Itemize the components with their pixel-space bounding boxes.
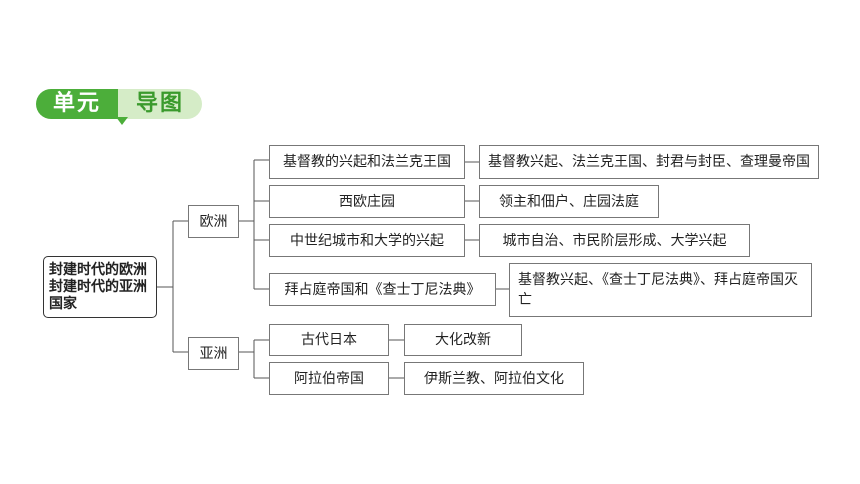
detail-arab-empire: 伊斯兰教、阿拉伯文化 xyxy=(404,362,584,395)
root-line-3: 国家 xyxy=(49,296,77,312)
topic-medieval-cities: 中世纪城市和大学的兴起 xyxy=(269,224,465,257)
topic-arab-empire: 阿拉伯帝国 xyxy=(269,362,389,395)
topic-christianity-frankish: 基督教的兴起和法兰克王国 xyxy=(269,145,465,179)
region-asia: 亚洲 xyxy=(188,337,239,370)
detail-christianity-frankish: 基督教兴起、法兰克王国、封君与封臣、查理曼帝国 xyxy=(479,145,819,179)
detail-western-manor: 领主和佃户、庄园法庭 xyxy=(479,185,659,218)
detail-ancient-japan: 大化改新 xyxy=(404,324,522,356)
root-node: 封建时代的欧洲 封建时代的亚洲 国家 xyxy=(43,256,157,318)
topic-ancient-japan: 古代日本 xyxy=(269,324,389,356)
region-europe: 欧洲 xyxy=(188,205,239,238)
unit-map-banner: 单元 导图 xyxy=(36,89,202,125)
root-line-2: 封建时代的亚洲 xyxy=(49,279,147,295)
topic-western-manor: 西欧庄园 xyxy=(269,185,465,218)
topic-byzantine-empire: 拜占庭帝国和《查士丁尼法典》 xyxy=(269,273,496,306)
root-line-1: 封建时代的欧洲 xyxy=(49,262,147,278)
banner-tail-decoration xyxy=(116,117,128,125)
banner-title-part1: 单元 xyxy=(36,89,118,119)
detail-byzantine-empire: 基督教兴起、《查士丁尼法典》、拜占庭帝国灭亡 xyxy=(509,263,812,317)
detail-medieval-cities: 城市自治、市民阶层形成、大学兴起 xyxy=(479,224,750,257)
banner-title-part2: 导图 xyxy=(118,89,202,119)
